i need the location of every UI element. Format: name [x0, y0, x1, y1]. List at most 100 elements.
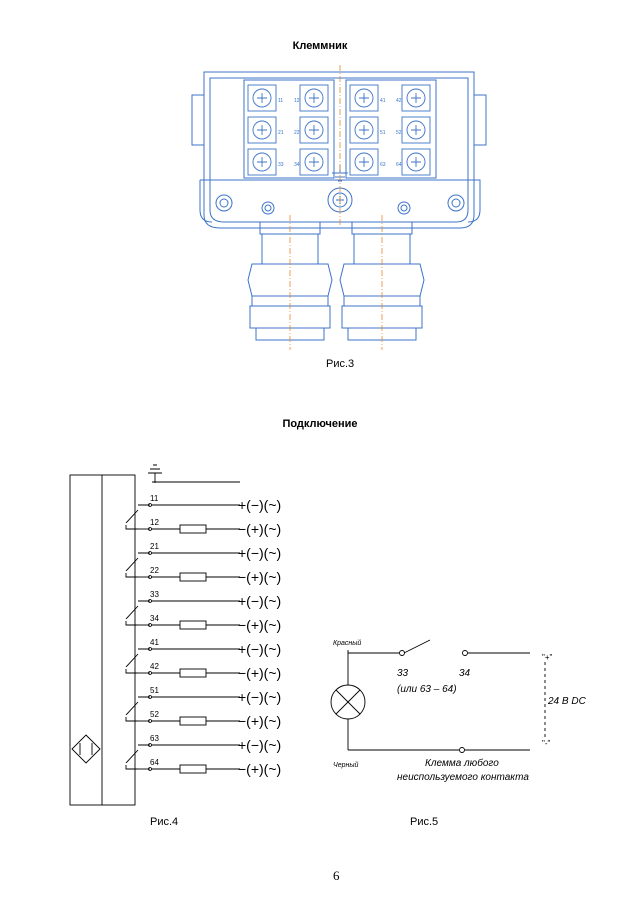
resistor-icon	[179, 620, 207, 630]
screw-icon	[252, 120, 272, 140]
polarity-label: +(−)(~)	[238, 737, 281, 753]
terminal-number: 11	[150, 494, 159, 503]
screw-slot	[411, 125, 421, 135]
fig5-caption: Рис.5	[410, 816, 439, 828]
terminal-cell	[247, 116, 277, 144]
screw-icon	[252, 152, 272, 172]
polarity-label: +(−)(~)	[238, 497, 281, 513]
screw-slot	[257, 125, 267, 135]
terminal-row: 51+(−)(~)	[148, 686, 281, 705]
screw-icon	[406, 152, 426, 172]
screw-slot	[257, 157, 267, 167]
screw-icon	[354, 120, 374, 140]
polarity-label: −(+)(~)	[238, 761, 281, 777]
screw-slot	[359, 93, 369, 103]
terminal-cell	[349, 148, 379, 176]
screw-icon	[304, 152, 324, 172]
terminal-cell	[299, 116, 329, 144]
terminal-number: 63	[150, 734, 159, 743]
terminal-label: 34	[294, 162, 300, 168]
black-wire-label: Черный	[333, 761, 359, 769]
polarity-label: −(+)(~)	[238, 617, 281, 633]
polarity-label: +(−)(~)	[238, 641, 281, 657]
terminal-rows: 11 +(−)(~) 12 −(+)(~) 21 +(−)(~) 22 −(+)(~) 33 +(…	[125, 494, 281, 777]
screw-icon	[252, 88, 272, 108]
polarity-label: −(+)(~)	[238, 713, 281, 729]
page-number: 6	[333, 868, 340, 883]
note-line1: Клемма любого	[425, 757, 499, 769]
screw-slot	[309, 157, 319, 167]
lamp-test-circuit: Красный Черный 33 34 (или 63 – 64) "+" "…	[330, 639, 587, 783]
resistor-icon	[179, 764, 207, 774]
terminal-number: 64	[150, 758, 159, 767]
terminal-row: 52 −(+)(~)	[125, 696, 281, 729]
terminal-row: 12 −(+)(~)	[125, 504, 281, 537]
terminal-label: 11	[278, 98, 283, 104]
screw-slot	[257, 93, 267, 103]
terminal-cell	[247, 148, 277, 176]
screw-slot	[309, 125, 319, 135]
terminal-label: 52	[396, 130, 402, 136]
contact-switch-icon	[125, 504, 150, 530]
contact-switch-icon	[125, 552, 150, 578]
terminal-row: 63 +(−)(~)	[148, 734, 281, 753]
contact-switch-icon	[125, 600, 150, 626]
polarity-label: +(−)(~)	[238, 593, 281, 609]
terminal-number: 41	[150, 638, 159, 647]
screw-icon	[406, 88, 426, 108]
terminal-row: 11 +(−)(~)	[148, 494, 281, 513]
screw-icon	[354, 152, 374, 172]
terminal-label: 41	[380, 98, 386, 104]
terminal-cell	[401, 116, 431, 144]
polarity-label: −(+)(~)	[238, 569, 281, 585]
contact-switch-icon	[125, 696, 150, 722]
terminal-row: 41 +(−)(~)	[148, 638, 281, 657]
terminal-number: 42	[150, 662, 159, 671]
resistor-icon	[179, 524, 207, 534]
minus-label: "-"	[542, 739, 551, 748]
screw-icon	[406, 120, 426, 140]
terminal-label: 63	[380, 162, 386, 168]
terminal-number: 22	[150, 566, 159, 575]
terminal-number: 52	[150, 710, 159, 719]
terminal-block-heading: Клеммник	[292, 40, 348, 52]
terminal-label: 64	[396, 162, 402, 168]
voltage-label: 24 В DC	[547, 696, 587, 707]
terminal-number: 51	[150, 686, 159, 695]
terminal-number: 33	[150, 590, 159, 599]
polarity-label: −(+)(~)	[238, 665, 281, 681]
terminal-label: 22	[294, 130, 300, 136]
terminal-number: 12	[150, 518, 159, 527]
fig4-caption: Рис.4	[150, 816, 179, 828]
terminal-cell	[299, 148, 329, 176]
red-wire-label: Красный	[333, 639, 361, 647]
polarity-label: −(+)(~)	[238, 521, 281, 537]
fig3-caption: Рис.3	[326, 358, 355, 370]
terminal-label: 51	[380, 130, 386, 136]
terminal-cell	[401, 84, 431, 112]
terminal-cell	[299, 84, 329, 112]
terminal-cell	[349, 116, 379, 144]
terminal-cell	[349, 84, 379, 112]
terminal-row: 64 −(+)(~)	[125, 744, 281, 777]
contact-b-label: 34	[459, 668, 471, 679]
screw-slot	[411, 157, 421, 167]
contact-a-label: 33	[397, 668, 409, 679]
resistor-icon	[179, 716, 207, 726]
polarity-label: +(−)(~)	[238, 545, 281, 561]
alt-contacts-label: (или 63 – 64)	[397, 684, 457, 695]
screw-slot	[359, 157, 369, 167]
screw-icon	[304, 88, 324, 108]
terminal-label: 12	[294, 98, 300, 104]
screw-slot	[411, 93, 421, 103]
terminal-number: 21	[150, 542, 159, 551]
terminal-row: 34−(+)(~)	[125, 600, 281, 633]
resistor-icon	[179, 668, 207, 678]
screw-icon	[304, 120, 324, 140]
resistor-icon	[179, 572, 207, 582]
terminal-cell	[247, 84, 277, 112]
terminal-row: 33 +(−)(~)	[148, 590, 281, 609]
terminal-row: 22 −(+)(~)	[125, 552, 281, 585]
terminal-label: 21	[278, 130, 284, 136]
